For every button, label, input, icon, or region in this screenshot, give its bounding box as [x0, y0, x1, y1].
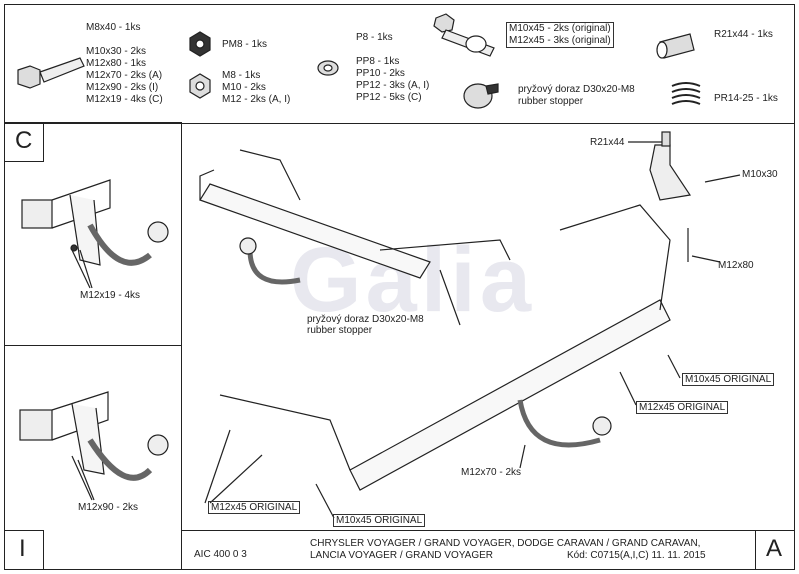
part-stopper-cz: pryžový doraz D30x20-M8 — [518, 84, 635, 95]
part-m12x80: M12x80 - 1ks — [86, 58, 147, 69]
part-m10x30: M10x30 - 2ks — [86, 46, 147, 57]
sleeve-icon — [656, 33, 695, 59]
label-m12x45-original-right: M12x45 ORIGINAL — [636, 401, 729, 414]
flange-bolt-icon — [433, 13, 495, 57]
bolt-icon — [17, 57, 85, 89]
left-panels-frame — [4, 122, 182, 570]
main-assembly-drawing — [199, 131, 741, 519]
panel-a-letter: A — [766, 535, 783, 562]
label-m12x45-original-left: M12x45 ORIGINAL — [208, 501, 301, 514]
panel-c-letter: C — [15, 127, 33, 154]
footer-code: AIC 400 0 3 — [194, 549, 247, 560]
part-m10x45: M10x45 - 2ks (original) M12x45 - 3ks (or… — [506, 22, 614, 48]
footer-vehicle-line1: CHRYSLER VOYAGER / GRAND VOYAGER, DODGE … — [310, 538, 701, 549]
part-p8: P8 - 1ks — [356, 32, 393, 43]
label-r21x44: R21x44 — [590, 137, 625, 148]
spring-icon — [671, 82, 701, 105]
panel-i-letter: I — [19, 535, 26, 562]
part-stopper-en: rubber stopper — [518, 96, 584, 107]
label-stopper-cz: pryžový doraz D30x20-M8 — [307, 314, 424, 325]
footer-kod: Kód: C0715(A,I,C) 11. 11. 2015 — [567, 550, 706, 561]
part-r21x44: R21x44 - 1ks — [714, 29, 773, 40]
part-pr14: PR14-25 - 1ks — [714, 93, 778, 104]
part-pp12c: PP12 - 5ks (C) — [356, 92, 422, 103]
label-m10x45-original-right: M10x45 ORIGINAL — [682, 373, 775, 386]
label-m10x30: M10x30 — [742, 169, 778, 180]
part-m12x90: M12x90 - 2ks (I) — [86, 82, 159, 93]
nut-m-icon — [189, 73, 211, 99]
part-m12: M12 - 2ks (A, I) — [222, 94, 291, 105]
panel-c-drawing — [21, 179, 169, 289]
nut-pm8-icon — [189, 31, 211, 57]
letter-c-box — [4, 122, 44, 162]
part-pp8: PP8 - 1ks — [356, 56, 400, 67]
rubber-stopper-icon — [463, 83, 499, 109]
panel-c-label: M12x19 - 4ks — [80, 290, 141, 301]
letter-a-box — [755, 530, 795, 570]
part-m8: M8 - 1ks — [222, 70, 261, 81]
label-m12x70: M12x70 - 2ks — [461, 467, 522, 478]
part-m12x19: M12x19 - 4ks (C) — [86, 94, 163, 105]
footer-divider — [182, 530, 755, 531]
label-stopper-en: rubber stopper — [307, 325, 373, 336]
part-pm8: PM8 - 1ks — [222, 39, 268, 50]
part-pp10: PP10 - 2ks — [356, 68, 405, 79]
footer-vehicle-line2: LANCIA VOYAGER / GRAND VOYAGER — [310, 550, 494, 561]
panel-divider — [4, 345, 182, 346]
letter-i-box — [4, 530, 44, 570]
part-m8x40: M8x40 - 1ks — [86, 22, 141, 33]
label-m12x80: M12x80 — [718, 260, 754, 271]
washer-p8-icon — [317, 60, 339, 76]
label-m10x45-original-left: M10x45 ORIGINAL — [333, 514, 426, 527]
part-m10x45-line: M10x45 - 2ks (original) — [509, 23, 611, 34]
panel-i-drawing — [19, 391, 169, 501]
part-m12x70: M12x70 - 2ks (A) — [86, 70, 163, 81]
panel-i-label: M12x90 - 2ks — [78, 502, 139, 513]
part-m12x45-line: M12x45 - 3ks (original) — [509, 35, 611, 46]
parts-header-frame — [4, 4, 795, 124]
part-m10: M10 - 2ks — [222, 82, 266, 93]
part-pp12a: PP12 - 3ks (A, I) — [356, 80, 430, 91]
